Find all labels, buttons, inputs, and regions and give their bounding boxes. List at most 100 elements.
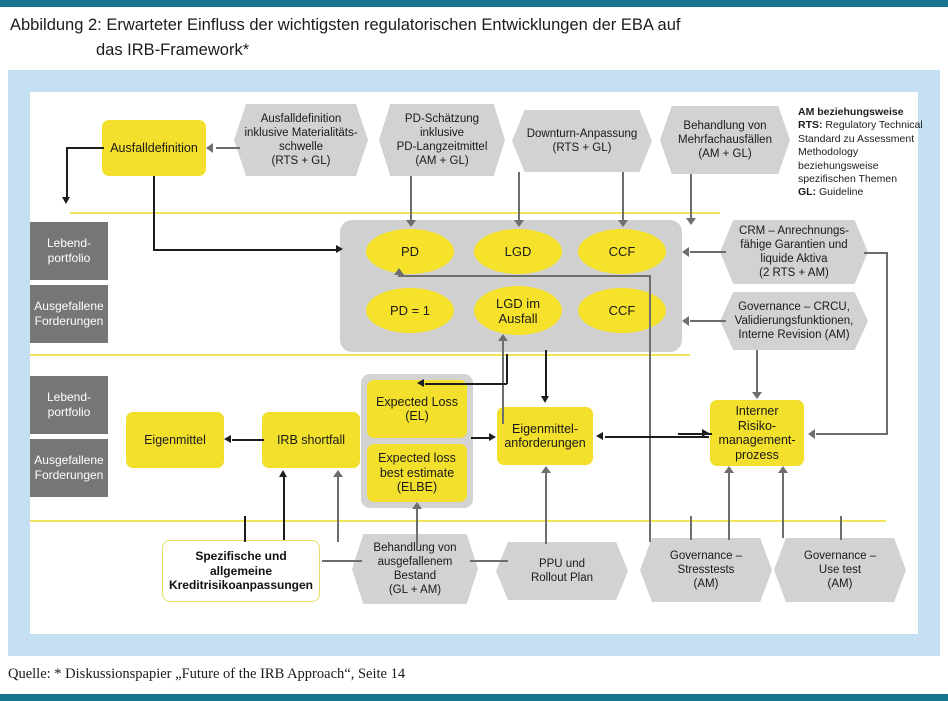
connector-ppu-up-to-eigenmittelanf bbox=[545, 472, 547, 542]
legend-block: AM beziehungsweise RTS: Regulatory Techn… bbox=[798, 106, 926, 200]
connector-ausfalldefinition-left-h bbox=[66, 147, 104, 149]
connector-bestand-elbow-right bbox=[470, 560, 508, 562]
connector-ausfalldefinition-down bbox=[153, 176, 155, 250]
connector-crm-right-loop-vertical bbox=[886, 252, 888, 434]
connector-panel-down-long bbox=[649, 354, 651, 542]
node-eigenmittel[interactable]: Eigenmittel bbox=[126, 412, 224, 468]
hex-downturn-anpassung[interactable]: Downturn-Anpassung (RTS + GL) bbox=[512, 110, 652, 172]
node-lgd[interactable]: LGD bbox=[474, 229, 562, 274]
connector-ausfalldefinition-left-down bbox=[66, 147, 68, 199]
arrowhead-irbshortfall-left bbox=[279, 470, 287, 477]
connector-crcu-to-panel bbox=[690, 320, 726, 322]
separator-line-1 bbox=[70, 212, 720, 215]
node-kreditrisikoanpassungen[interactable]: Spezifische und allgemeine Kreditrisikoa… bbox=[162, 540, 320, 602]
hex-mehrfachausfaelle[interactable]: Behandlung von Mehrfachausfällen (AM + G… bbox=[660, 106, 790, 174]
arrowhead-risikoprozess-right bbox=[808, 429, 815, 439]
connector-bestand-up-to-irbshortfall bbox=[337, 476, 339, 542]
arrowhead-feedback-pd bbox=[394, 268, 404, 275]
arrowhead-risikoprozess-top bbox=[752, 392, 762, 399]
hex-governance-use-test[interactable]: Governance – Use test (AM) bbox=[774, 538, 906, 602]
top-accent-rule bbox=[0, 0, 948, 7]
connector-feedback-horizontal bbox=[398, 275, 651, 277]
arrowhead-ccf-ellipse bbox=[618, 220, 628, 227]
node-lgd-im-ausfall[interactable]: LGD im Ausfall bbox=[474, 286, 562, 335]
riser-stresstests-b bbox=[728, 516, 730, 540]
connector-ausfalldefinition-to-pd bbox=[153, 249, 338, 251]
figure-source: Quelle: * Diskussionspapier „Future of t… bbox=[8, 666, 406, 682]
side-label-defaulted-bottom: Ausgefallene Forderungen bbox=[30, 439, 108, 497]
node-elbe[interactable]: Expected loss best estimate (ELBE) bbox=[367, 444, 467, 502]
node-expected-loss[interactable]: Expected Loss (EL) bbox=[367, 380, 467, 438]
arrowhead-risikoprozess-left bbox=[702, 429, 709, 437]
arrowhead-risikoprozess-bottom-right bbox=[778, 466, 788, 473]
connector-to-el-horizontal bbox=[425, 383, 507, 385]
connector-into-risikoprozess-left bbox=[678, 433, 712, 435]
arrowhead-to-el bbox=[417, 379, 424, 387]
arrowhead-eigenmittel bbox=[224, 435, 231, 443]
arrowhead-to-ausfalldefinition bbox=[206, 143, 213, 153]
arrowhead-left-down bbox=[62, 197, 70, 204]
connector-irbshortfall-to-eigenmittel bbox=[232, 439, 264, 441]
node-pd-equals-1[interactable]: PD = 1 bbox=[366, 288, 454, 333]
hex-crm-anrechnung[interactable]: CRM – Anrechnungs- fähige Garantien und … bbox=[720, 220, 868, 284]
side-label-live-portfolio-top: Lebend- portfolio bbox=[30, 222, 108, 280]
arrowhead-lgd-ellipse bbox=[514, 220, 524, 227]
connector-crm-right-loop-top bbox=[864, 252, 888, 254]
bottom-accent-rule bbox=[0, 694, 948, 701]
legend-def-gl: Guideline bbox=[819, 186, 864, 199]
arrowhead-pd-ellipse bbox=[406, 220, 416, 227]
arrowhead-risikoprozess-bottom-left bbox=[724, 466, 734, 473]
node-ccf-top[interactable]: CCF bbox=[578, 229, 666, 274]
riser-stresstests-a bbox=[690, 516, 692, 540]
hex-governance-stresstests[interactable]: Governance – Stresstests (AM) bbox=[640, 538, 772, 602]
riser-hex-downturn-1 bbox=[518, 172, 520, 216]
figure-title-line1: Abbildung 2: Erwarteter Einfluss der wic… bbox=[10, 16, 681, 34]
hex-pd-schaetzung[interactable]: PD-Schätzung inklusive PD-Langzeitmittel… bbox=[379, 104, 505, 176]
diagram-canvas: Lebend- portfolio Ausgefallene Forderung… bbox=[30, 92, 923, 634]
arrowhead-to-pd-left bbox=[336, 245, 343, 253]
arrowhead-irbshortfall-right bbox=[333, 470, 343, 477]
connector-kredit-top-tick bbox=[244, 516, 246, 542]
arrowhead-crm-panel bbox=[682, 247, 689, 257]
legend-term-am-rts: AM beziehungsweise RTS: bbox=[798, 106, 904, 132]
connector-usetest-up bbox=[782, 472, 784, 538]
arrowhead-eigenmittelanf-right bbox=[596, 432, 603, 440]
connector-to-el-riser bbox=[506, 354, 508, 384]
connector-kredit-up-to-irbshortfall bbox=[283, 476, 285, 540]
node-irb-shortfall[interactable]: IRB shortfall bbox=[262, 412, 360, 468]
connector-elbe-to-eigenmittelanf bbox=[471, 437, 493, 439]
arrowhead-elbe-eigenmittelanf bbox=[489, 433, 496, 441]
connector-bestand-elbow bbox=[322, 560, 362, 562]
hex-governance-crcu[interactable]: Governance – CRCU, Validierungsfunktione… bbox=[720, 292, 868, 350]
hex-behandlung-ausgefallener-bestand[interactable]: Behandlung von ausgefallenem Bestand (GL… bbox=[352, 534, 478, 604]
side-label-defaulted-top: Ausgefallene Forderungen bbox=[30, 285, 108, 343]
node-interner-risikomanagementprozess[interactable]: Interner Risiko- management- prozess bbox=[710, 400, 804, 466]
node-ausfalldefinition[interactable]: Ausfalldefinition bbox=[102, 120, 206, 176]
node-ccf-bottom[interactable]: CCF bbox=[578, 288, 666, 333]
node-eigenmittelanforderungen[interactable]: Eigenmittel- anforderungen bbox=[497, 407, 593, 465]
arrowhead-eigenmittelanf-bottom bbox=[541, 466, 551, 473]
connector-crcu-down-to-risikoprozess bbox=[756, 350, 758, 394]
riser-bestand bbox=[416, 516, 418, 538]
figure-title-line2: das IRB-Framework* bbox=[96, 41, 250, 59]
side-label-live-portfolio-bottom: Lebend- portfolio bbox=[30, 376, 108, 434]
riser-ppu bbox=[545, 516, 547, 544]
connector-lgdausfall-up bbox=[502, 340, 504, 424]
arrowhead-mehrfach bbox=[686, 218, 696, 225]
legend-term-gl: GL: bbox=[798, 186, 817, 199]
separator-line-3 bbox=[30, 520, 886, 523]
connector-crm-to-panel bbox=[690, 251, 726, 253]
riser-hex-pdschaetzung bbox=[410, 176, 412, 216]
legend-def-am-rts: Regulatory Technical Standard zu Assessm… bbox=[798, 119, 923, 186]
connector-stresstests-up bbox=[728, 472, 730, 538]
riser-hex-downturn-2 bbox=[622, 172, 624, 216]
arrowhead-bestand-elbe bbox=[412, 502, 422, 509]
arrowhead-lgdausfall bbox=[498, 334, 508, 341]
figure-title: Abbildung 2: Erwarteter Einfluss der wic… bbox=[10, 13, 890, 63]
connector-materialitaet-to-ausfalldefinition bbox=[216, 147, 240, 149]
node-pd[interactable]: PD bbox=[366, 229, 454, 274]
connector-eigenmittelanf-top bbox=[545, 350, 547, 398]
connector-loop-into-risikoprozess bbox=[816, 433, 888, 435]
hex-ppu-rollout[interactable]: PPU und Rollout Plan bbox=[496, 542, 628, 600]
hex-ausfalldefinition-materialitaet[interactable]: Ausfalldefinition inklusive Materialität… bbox=[234, 104, 368, 176]
